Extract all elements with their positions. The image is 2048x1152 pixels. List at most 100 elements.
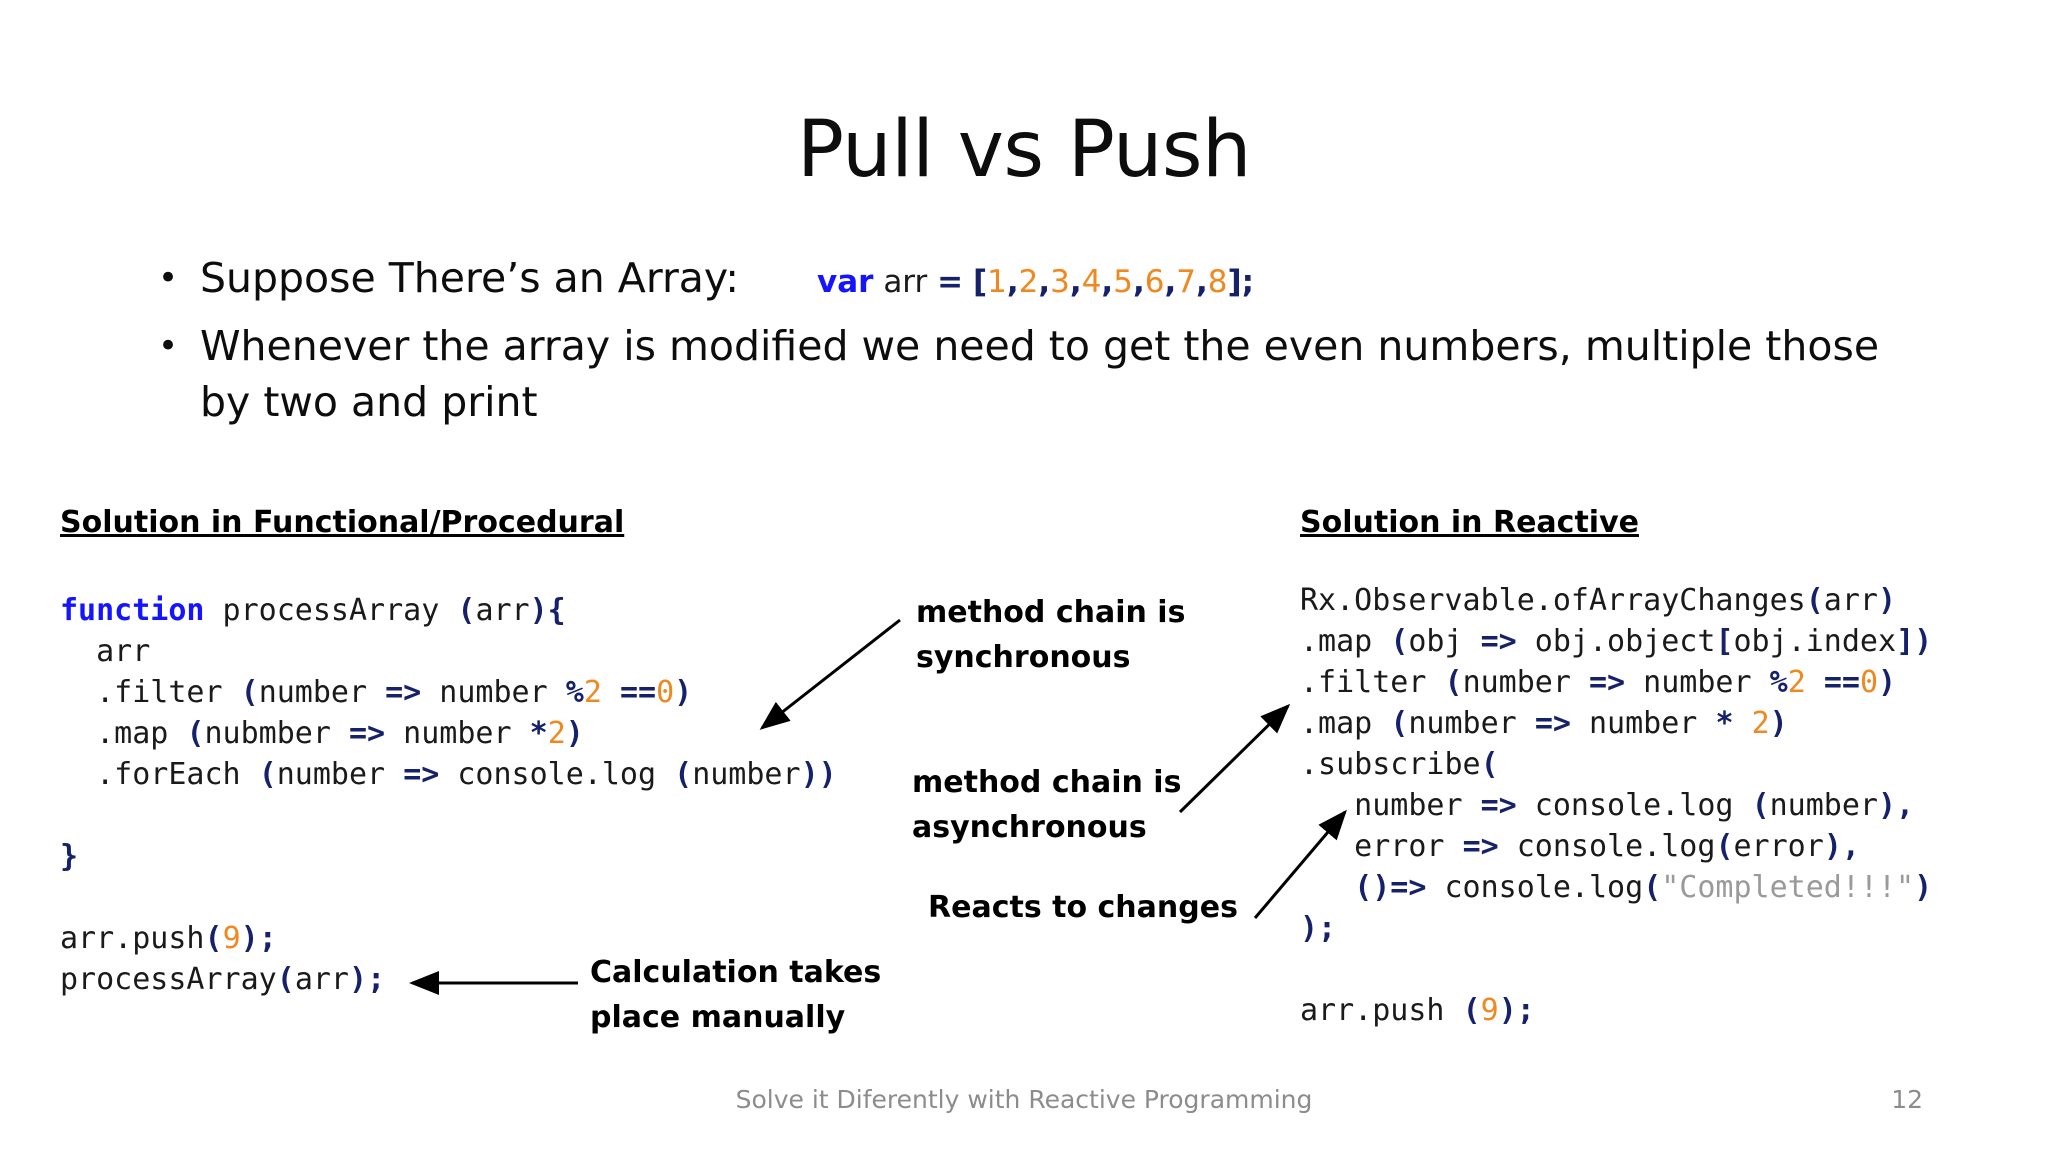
code-token: number — [385, 716, 530, 751]
code-line: error => console.log(error), — [1300, 826, 1932, 867]
code-token: number — [692, 757, 801, 792]
code-token: ( — [1462, 993, 1481, 1028]
code-token: 9 — [1480, 993, 1499, 1028]
code-token: ( — [186, 716, 205, 751]
code-token — [1734, 706, 1752, 741]
code-blank-line — [1300, 949, 1932, 990]
code-token: console.log — [1516, 788, 1752, 823]
code-token: 1 — [987, 264, 1007, 300]
code-token: => — [1534, 706, 1571, 741]
code-token: * — [529, 716, 548, 751]
code-token: => — [403, 757, 440, 792]
code-token: 0 — [1859, 665, 1878, 700]
code-line: arr — [60, 631, 837, 672]
code-token: 4 — [1081, 264, 1102, 300]
code-blank-line — [60, 877, 837, 918]
code-token: arr — [883, 264, 928, 300]
code-token: ; — [258, 921, 277, 956]
code-token: nubmber — [204, 716, 349, 751]
code-token: => — [1589, 665, 1626, 700]
code-block-reactive: Rx.Observable.ofArrayChanges(arr).map (o… — [1300, 580, 1932, 1031]
code-token: [ — [1715, 624, 1734, 659]
code-token: => — [1462, 829, 1499, 864]
code-token: arr — [60, 634, 151, 669]
code-token: , — [1101, 264, 1114, 300]
code-token: => — [349, 716, 386, 751]
code-token: number — [1462, 665, 1589, 700]
code-token: ) — [240, 921, 259, 956]
code-token: } — [60, 839, 79, 874]
code-line: number => console.log (number), — [1300, 785, 1932, 826]
code-token: number — [421, 675, 566, 710]
code-token: ( — [1480, 747, 1499, 782]
code-token: ); — [1300, 911, 1337, 946]
code-line: processArray(arr); — [60, 959, 837, 1000]
code-token: ( — [240, 675, 259, 710]
code-token — [602, 675, 620, 710]
code-token: console.log — [1426, 870, 1644, 905]
code-token: ] — [1227, 264, 1242, 300]
code-token: 2 — [1787, 665, 1806, 700]
code-token: 6 — [1144, 264, 1165, 300]
code-token: ), — [1878, 788, 1915, 823]
list-item: • Suppose There’s an Array: var arr = [1… — [148, 250, 1938, 310]
code-token: number — [1408, 706, 1535, 741]
code-token: ]) — [1896, 624, 1933, 659]
code-token: => — [385, 675, 422, 710]
code-token: 3 — [1050, 264, 1070, 300]
code-token: ) — [1914, 870, 1933, 905]
code-line: function processArray (arr){ — [60, 590, 837, 631]
code-line: .forEach (number => console.log (number)… — [60, 754, 837, 795]
code-token: console.log — [439, 757, 675, 792]
code-token: ; — [1241, 264, 1255, 300]
code-token: function — [60, 593, 205, 628]
code-line: arr.push (9); — [1300, 990, 1932, 1031]
annotation-reacts-to-changes: Reacts to changes — [928, 890, 1238, 925]
code-token: ){ — [529, 593, 566, 628]
array-declaration-code: var arr = [1,2,3,4,5,6,7,8]; — [817, 254, 1254, 310]
section-heading-functional: Solution in Functional/Procedural — [60, 505, 625, 540]
code-token: % — [565, 675, 584, 710]
code-token: 2 — [583, 675, 602, 710]
page-title: Pull vs Push — [796, 105, 1252, 195]
code-token — [927, 264, 937, 300]
code-line: ()=> console.log("Completed!!!") — [1300, 867, 1932, 908]
code-token: console.log — [1498, 829, 1716, 864]
code-token: ( — [1805, 583, 1824, 618]
code-token: = — [937, 264, 964, 300]
code-token: processArray — [204, 593, 458, 628]
code-token: arr.push — [60, 921, 205, 956]
code-token — [1300, 870, 1354, 905]
code-token: ( — [276, 962, 295, 997]
footer-text: Solve it Diferently with Reactive Progra… — [735, 1085, 1313, 1114]
code-token: ; — [367, 962, 386, 997]
code-token: , — [1069, 264, 1082, 300]
code-token: 9 — [222, 921, 241, 956]
code-token: , — [1195, 264, 1208, 300]
bullet-text: Suppose There’s an Array: — [200, 254, 740, 302]
section-heading-reactive: Solution in Reactive — [1300, 505, 1639, 540]
code-token: "Completed!!!" — [1661, 870, 1915, 905]
code-token: ) — [565, 716, 584, 751]
code-token: ( — [204, 921, 223, 956]
code-token: ) — [1877, 583, 1897, 618]
code-token: .map — [60, 716, 187, 751]
code-token: number — [1769, 788, 1878, 823]
code-token: ( — [1751, 788, 1770, 823]
code-token: 2 — [1018, 264, 1039, 300]
code-token: ()=> — [1354, 870, 1427, 905]
code-token: ), — [1823, 829, 1860, 864]
code-token: * — [1715, 706, 1734, 741]
code-token: ; — [1516, 993, 1535, 1028]
code-token: 0 — [656, 675, 675, 710]
code-blank-line — [60, 795, 837, 836]
annotation-asynchronous: method chain is asynchronous — [912, 765, 1182, 845]
code-token: processArray — [60, 962, 277, 997]
code-token: obj — [1408, 624, 1481, 659]
code-token: .filter — [60, 675, 241, 710]
code-token: ( — [1444, 665, 1463, 700]
bullet-dot: • — [158, 258, 179, 298]
code-token: .map — [1300, 706, 1391, 741]
code-token: arr — [475, 593, 530, 628]
code-token: ( — [457, 593, 476, 628]
